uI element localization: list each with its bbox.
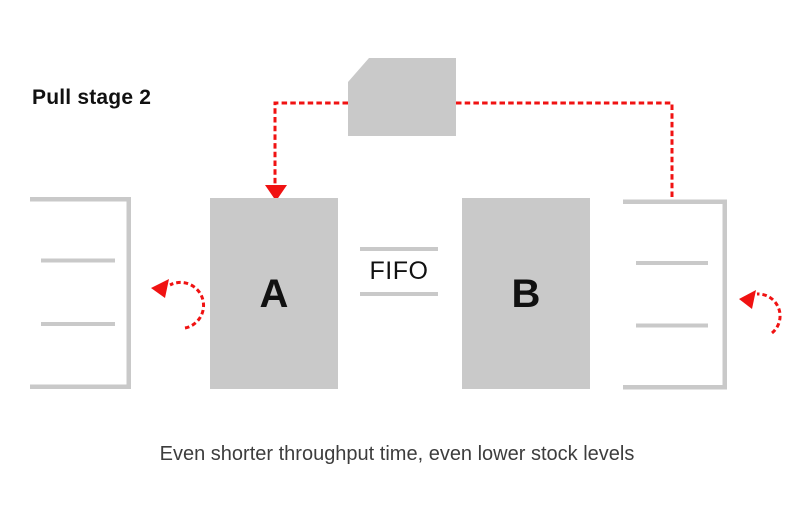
fifo-label: FIFO [369,257,429,285]
kanban-signal-shape [348,58,456,136]
supermarket-rack-left [30,197,131,389]
rack-side-bar [126,197,131,389]
rack-bottom-bar [30,384,131,389]
supermarket-rack-right [623,199,727,390]
fifo-lane-top-line [360,247,438,251]
process-b-label: B [511,271,541,316]
fifo-lane-bottom-line [360,292,438,296]
rack-side-bar [722,199,727,390]
rack-shelf-line [41,322,115,326]
fifo-lane: FIFO [360,247,438,296]
rack-shelf-line [636,261,708,265]
process-box-a: A [210,198,338,389]
rack-top-bar [623,199,727,204]
diagram-title: Pull stage 2 [32,86,152,109]
pull-signal-line-left [273,101,348,187]
process-a-label: A [259,271,289,316]
withdrawal-loop-arrow-left [169,280,206,330]
withdrawal-loop-arrow-right [756,292,782,335]
caption-text: Even shorter throughput time, even lower… [159,443,635,465]
rack-shelf-line [636,323,708,328]
process-box-b: B [462,198,590,389]
withdrawal-arrowhead-right-icon [739,290,756,309]
rack-top-bar [30,197,131,202]
rack-shelf-line [41,258,115,263]
rack-bottom-bar [623,385,727,390]
pull-signal-line-right [456,101,674,198]
withdrawal-arrowhead-left-icon [151,279,169,298]
pull-signal-arrowhead-icon [265,185,287,201]
